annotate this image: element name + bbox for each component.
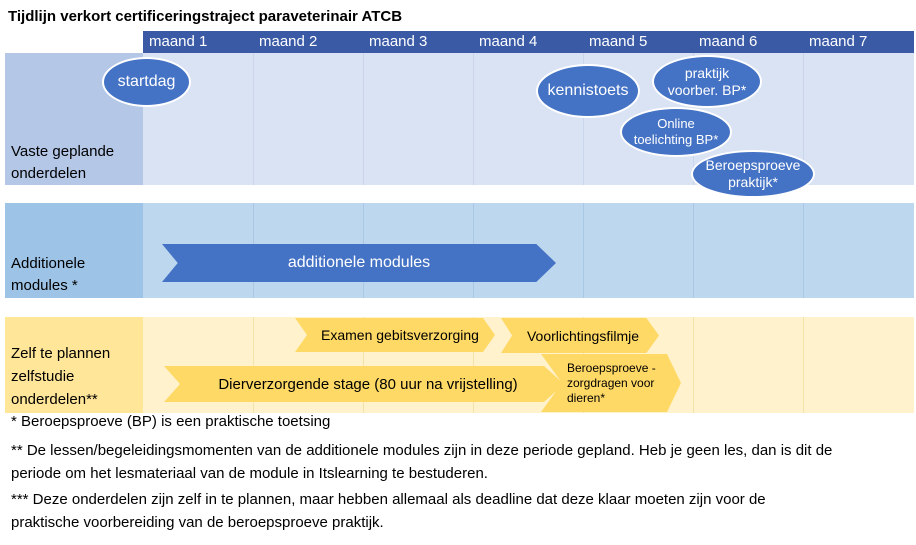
grid-line	[473, 53, 474, 185]
grid-line	[803, 317, 804, 413]
grid-line	[363, 317, 364, 413]
voorlichtingsfilmje-arrow: Voorlichtingsfilmje	[501, 318, 659, 353]
footnote-3-line: *** Deze onderdelen zijn zelf in te plan…	[11, 491, 766, 508]
event-online-label: Online	[657, 116, 695, 132]
event-kennistoets-label: kennistoets	[547, 82, 629, 100]
footnote-2-line: ** De lessen/begeleidingsmomenten van de…	[11, 442, 833, 459]
event-online-toelichting: Online toelichting BP*	[620, 107, 732, 157]
event-startdag-label: startdag	[117, 73, 176, 91]
additionele-modules-arrow: additionele modules	[162, 244, 556, 282]
dierverzorgende-stage-arrow: Dierverzorgende stage (80 uur na vrijste…	[164, 366, 564, 402]
grid-line	[693, 203, 694, 298]
event-praktijk-label: voorber. BP*	[667, 81, 747, 98]
grid-line	[583, 53, 584, 185]
selfstudy-row-label-cell	[5, 317, 143, 413]
event-praktijk-label: praktijk	[684, 64, 730, 81]
selfstudy-row-label-line: onderdelen**	[11, 391, 98, 408]
footnote-1: * Beroepsproeve (BP) is een praktische t…	[11, 413, 331, 430]
month-header	[143, 31, 914, 53]
grid-line	[473, 317, 474, 413]
additional-row-label-cell	[5, 203, 143, 298]
month-label: maand 3	[369, 33, 428, 50]
additional-row-label-line: modules *	[11, 277, 78, 294]
examen-gebitsverzorging-label: Examen gebitsverzorging	[321, 327, 479, 343]
fixed-row-label-line: Vaste geplande	[11, 143, 115, 160]
fixed-row-label-line: onderdelen	[11, 165, 87, 182]
grid-line	[803, 53, 804, 185]
grid-line	[363, 53, 364, 185]
selfstudy-row-label-line: Zelf te plannen	[11, 345, 111, 362]
beroepsproeve-zorgdragen-arrow: Beroepsproeve - zorgdragen voor dieren*	[541, 354, 681, 412]
footnote-3-line: praktische voorbereiding van de beroepsp…	[11, 514, 384, 531]
event-online-label: toelichting BP*	[633, 132, 719, 147]
month-label: maand 7	[809, 33, 868, 50]
event-beroepsproeve-praktijk: Beroepsproeve praktijk*	[691, 150, 815, 198]
month-label: maand 4	[479, 33, 538, 50]
grid-line	[583, 203, 584, 298]
month-label: maand 2	[259, 33, 318, 50]
beroepsproeve-zorgdragen-label: Beroepsproeve -	[567, 360, 656, 375]
grid-line	[253, 53, 254, 185]
voorlichtingsfilmje-label: Voorlichtingsfilmje	[526, 327, 640, 344]
month-label: maand 6	[699, 33, 758, 50]
selfstudy-row-label-line: zelfstudie	[11, 368, 75, 385]
page-title: Tijdlijn verkort certificeringstraject p…	[8, 8, 403, 25]
additionele-modules-label: additionele modules	[287, 254, 431, 271]
beroepsproeve-zorgdragen-label: zorgdragen voor	[567, 375, 655, 390]
event-bp-label: Beroepsproeve	[705, 157, 801, 174]
event-startdag: startdag	[102, 57, 191, 107]
beroepsproeve-zorgdragen-label: dieren*	[567, 390, 606, 405]
dierverzorgende-stage-label: Dierverzorgende stage (80 uur na vrijste…	[218, 375, 518, 393]
month-label: maand 1	[149, 33, 208, 50]
event-kennistoets: kennistoets	[536, 64, 640, 118]
grid-line	[693, 317, 694, 413]
grid-line	[253, 317, 254, 413]
grid-line	[803, 203, 804, 298]
event-bp-label: praktijk*	[728, 174, 778, 190]
additional-row-label-line: Additionele	[11, 255, 86, 272]
event-praktijk-voorbereiding: praktijk voorber. BP*	[652, 55, 762, 108]
examen-gebitsverzorging-arrow: Examen gebitsverzorging	[295, 318, 495, 352]
footnote-2-line: periode om het lesmateriaal van de modul…	[11, 465, 488, 482]
month-label: maand 5	[589, 33, 648, 50]
